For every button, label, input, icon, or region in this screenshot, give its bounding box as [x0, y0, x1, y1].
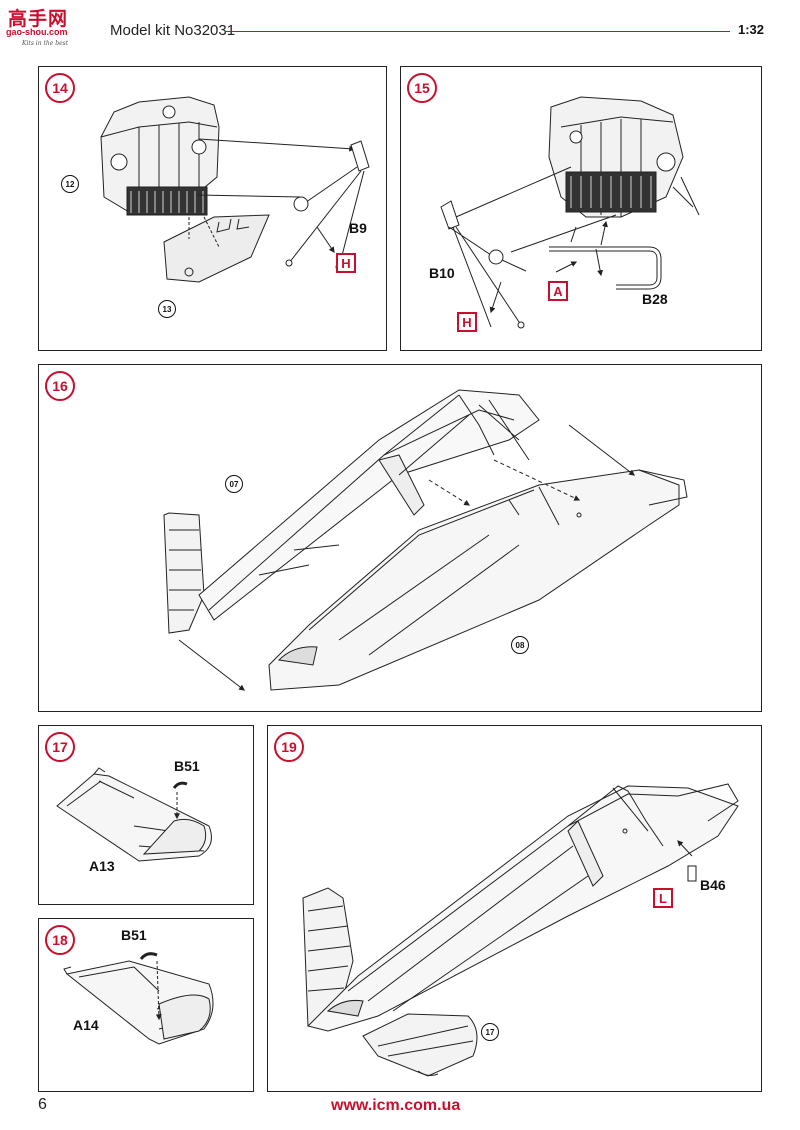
- step-14-panel: 14 12 13 B9 H: [38, 66, 387, 351]
- step-15-panel: 15 B10 A B28 H: [400, 66, 762, 351]
- sub-assembly-13-ref: 13: [158, 300, 176, 318]
- tailplane-left-drawing: [39, 726, 255, 906]
- step-14-badge: 14: [45, 73, 75, 103]
- sub-assembly-17-ref: 17: [481, 1023, 499, 1041]
- sub-assembly-12-ref: 12: [61, 175, 79, 193]
- engine-mount-drawing: [401, 67, 763, 352]
- logo-tagline: Kits in the best: [22, 40, 69, 47]
- step-15-badge: 15: [407, 73, 437, 103]
- paint-code-h: H: [336, 253, 356, 273]
- header-rule: [225, 31, 730, 32]
- step-18-panel: 18 B51 A14: [38, 918, 254, 1092]
- logo-watermark-text: 高手网: [8, 8, 69, 30]
- fuselage-halves-drawing: [39, 365, 763, 691]
- site-logo: 高手网 gao-shou.com Kits in the best: [4, 4, 94, 50]
- part-label-b10: B10: [429, 265, 455, 281]
- part-label-b28: B28: [642, 291, 668, 307]
- website-link[interactable]: www.icm.com.ua: [331, 1097, 461, 1114]
- step-17-badge: 17: [45, 732, 75, 762]
- page-number: 6: [38, 1096, 47, 1113]
- part-label-b46: B46: [700, 877, 726, 893]
- logo-site-text: gao-shou.com: [6, 27, 68, 37]
- part-label-b51: B51: [121, 927, 147, 943]
- engine-drawing: [39, 67, 388, 352]
- paint-code-a: A: [548, 281, 568, 301]
- part-label-a13: A13: [89, 858, 115, 874]
- sub-assembly-07-ref: 07: [225, 475, 243, 493]
- part-label-a14: A14: [73, 1017, 99, 1033]
- step-16-badge: 16: [45, 371, 75, 401]
- paint-code-l: L: [653, 888, 673, 908]
- scale-label: 1:32: [737, 22, 764, 37]
- step-16-panel: 16 07 08: [38, 364, 762, 712]
- step-19-badge: 19: [274, 732, 304, 762]
- part-label-b9: B9: [349, 220, 367, 236]
- fuselage-assembly-drawing: [268, 726, 763, 1093]
- kit-title: Model kit No32031: [110, 22, 236, 39]
- part-label-b51: B51: [174, 758, 200, 774]
- paint-code-h: H: [457, 312, 477, 332]
- step-19-panel: 19 L B46 17: [267, 725, 762, 1092]
- sub-assembly-08-ref: 08: [511, 636, 529, 654]
- tailplane-right-drawing: [39, 919, 255, 1093]
- step-18-badge: 18: [45, 925, 75, 955]
- step-17-panel: 17 B51 A13: [38, 725, 254, 905]
